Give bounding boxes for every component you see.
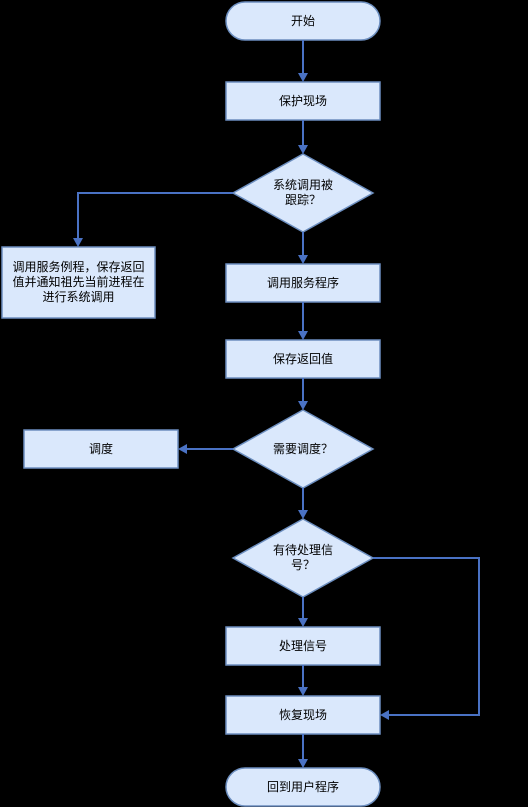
arrowhead-need-schedule xyxy=(298,401,308,410)
edge-traced-to-notify-parent xyxy=(77,192,233,241)
node-need-schedule-label: 需要调度？ xyxy=(272,441,333,456)
arrowhead-restore-context xyxy=(298,687,308,696)
arrowhead-notify-parent xyxy=(73,238,83,247)
node-schedule-label: 调度 xyxy=(88,441,113,456)
node-handle-signal-label: 处理信号 xyxy=(278,638,327,653)
node-pending-signal-label: 有待处理信 号？ xyxy=(272,543,333,572)
arrowhead-save-return xyxy=(298,331,308,340)
node-schedule-shape xyxy=(23,429,179,469)
edge-pending-signal-to-restore-context xyxy=(373,557,480,716)
node-traced-label: 系统调用被 跟踪？ xyxy=(272,178,333,207)
node-save-context-shape xyxy=(225,81,381,121)
arrowhead-pending-signal xyxy=(298,510,308,519)
node-notify-parent-shape xyxy=(1,246,156,319)
arrowhead-call-service xyxy=(298,255,308,264)
arrowhead-restore-context-side xyxy=(380,710,389,720)
arrowhead-traced xyxy=(298,145,308,154)
arrowhead-save-context xyxy=(298,73,308,82)
arrowhead-schedule xyxy=(178,444,187,454)
node-save-context-label: 保护现场 xyxy=(278,93,327,108)
node-start-label: 开始 xyxy=(290,13,315,28)
node-restore-context-label: 恢复现场 xyxy=(278,707,327,722)
node-call-service-label: 调用服务程序 xyxy=(266,275,339,290)
arrowhead-handle-signal xyxy=(298,618,308,627)
node-return-user-label: 回到用户程序 xyxy=(266,779,339,794)
node-notify-parent-label: 调用服务例程，保存返回 值并通知祖先当前进程在 进行系统调用 xyxy=(12,260,145,304)
arrowhead-return-user xyxy=(298,759,308,768)
node-save-return-label: 保存返回值 xyxy=(272,351,333,366)
